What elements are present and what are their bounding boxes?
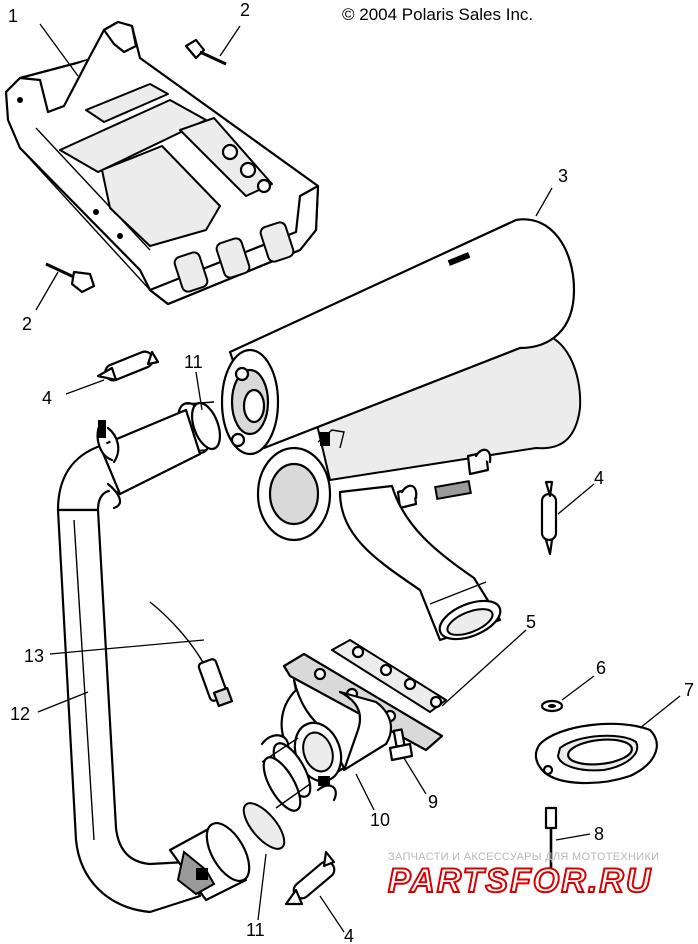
callout-8: 8 — [594, 824, 604, 844]
callout-11-upper: 11 — [184, 352, 203, 372]
callout-6: 6 — [596, 658, 606, 678]
callout-9: 9 — [428, 792, 438, 812]
callout-4-left: 4 — [42, 388, 52, 408]
leader-lines — [35, 23, 681, 933]
callout-1: 1 — [8, 6, 18, 26]
watermark-tagline: ЗАПЧАСТИ И АКСЕССУАРЫ ДЛЯ МОТОТЕХНИКИ — [388, 851, 659, 863]
spring-left — [96, 350, 160, 382]
callout-5: 5 — [526, 612, 536, 632]
callout-2-lower: 2 — [22, 314, 32, 334]
sensor — [149, 601, 234, 708]
bolt-lower — [45, 262, 96, 294]
copyright-text: © 2004 Polaris Sales Inc. — [342, 5, 533, 24]
clamp-lower — [242, 737, 312, 850]
callout-4-bottom: 4 — [344, 926, 354, 944]
watermark: ЗАПЧАСТИ И АКСЕССУАРЫ ДЛЯ МОТОТЕХНИКИ PA… — [387, 851, 659, 901]
spring-bottom — [284, 850, 336, 906]
head-pipe — [56, 408, 251, 914]
watermark-logo: PARTSFOR.RU — [388, 862, 652, 900]
exhaust-manifold — [260, 652, 444, 802]
callout-12: 12 — [10, 704, 30, 724]
spring-right — [540, 480, 558, 556]
callout-7: 7 — [684, 680, 694, 700]
bolt-upper — [184, 38, 227, 66]
callout-2-upper: 2 — [240, 0, 250, 20]
callout-13: 13 — [24, 646, 44, 666]
bolt-manifold — [388, 728, 414, 762]
muffler-pad — [534, 722, 658, 785]
callout-labels: 1 2 2 3 4 11 4 5 6 7 8 9 10 13 12 11 4 — [8, 0, 694, 944]
washer — [540, 699, 564, 713]
rivet — [544, 806, 558, 874]
heat-shield-bracket — [4, 20, 320, 306]
callout-4-right: 4 — [594, 468, 604, 488]
gasket — [331, 639, 447, 713]
callout-11-lower: 11 — [246, 920, 265, 940]
callout-3: 3 — [558, 166, 568, 186]
muffler — [220, 218, 582, 642]
callout-10: 10 — [370, 810, 390, 830]
